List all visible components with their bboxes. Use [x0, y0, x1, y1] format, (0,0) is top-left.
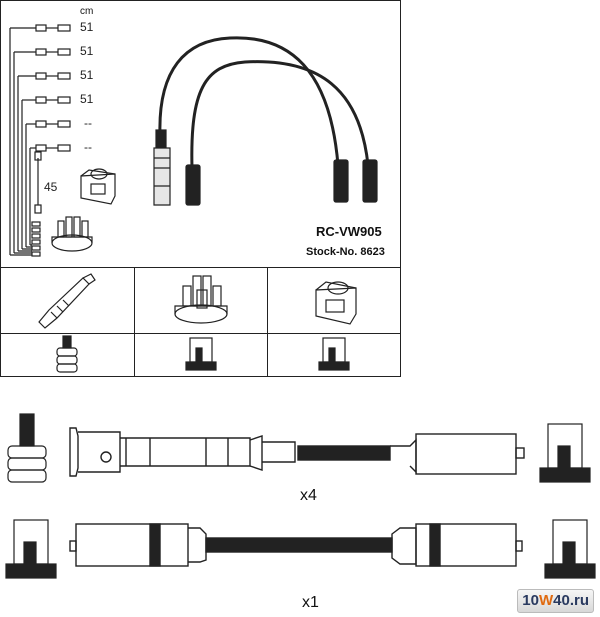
- coil-terminal-large-1: [539, 423, 591, 483]
- coil-lead-length: 45: [44, 180, 58, 194]
- lead-length-6: --: [84, 140, 92, 154]
- model-number: RC-VW905: [316, 224, 382, 239]
- multiplier-x1: x1: [302, 594, 319, 611]
- lead-length-1: 51: [80, 20, 94, 34]
- site-watermark: 10W40.ru: [517, 589, 594, 613]
- dist-terminal-large: [5, 519, 57, 579]
- watermark-highlight: W: [538, 592, 554, 609]
- watermark-suffix: 40.ru: [553, 592, 589, 609]
- lead-length-5: --: [84, 116, 92, 130]
- wire-x4: [69, 427, 525, 477]
- dist-terminal-icon: [185, 337, 217, 371]
- multiplier-x4: x4: [300, 487, 317, 504]
- coil-terminal-cell: [267, 333, 401, 377]
- ignition-coil-icon: [315, 281, 357, 325]
- spark-plug-icon: [38, 273, 96, 329]
- coil-icon-small: [80, 168, 116, 205]
- watermark-prefix: 10: [522, 592, 539, 609]
- lead-length-4: 51: [80, 92, 94, 106]
- lead-length-3: 51: [80, 68, 94, 82]
- coil-terminal-icon: [318, 337, 350, 371]
- distributor-icon-small: [51, 216, 93, 252]
- unit-label: cm: [80, 6, 94, 17]
- lead-row: [10, 24, 71, 214]
- plug-terminal-icon: [56, 335, 78, 373]
- distributor-cap-icon: [174, 275, 228, 324]
- lead-length-2: 51: [80, 44, 94, 58]
- wire-x1: [69, 523, 523, 567]
- plug-terminal-large: [7, 413, 47, 483]
- stock-number: Stock-No. 8623: [306, 246, 385, 258]
- coil-terminal-large-2: [544, 519, 596, 579]
